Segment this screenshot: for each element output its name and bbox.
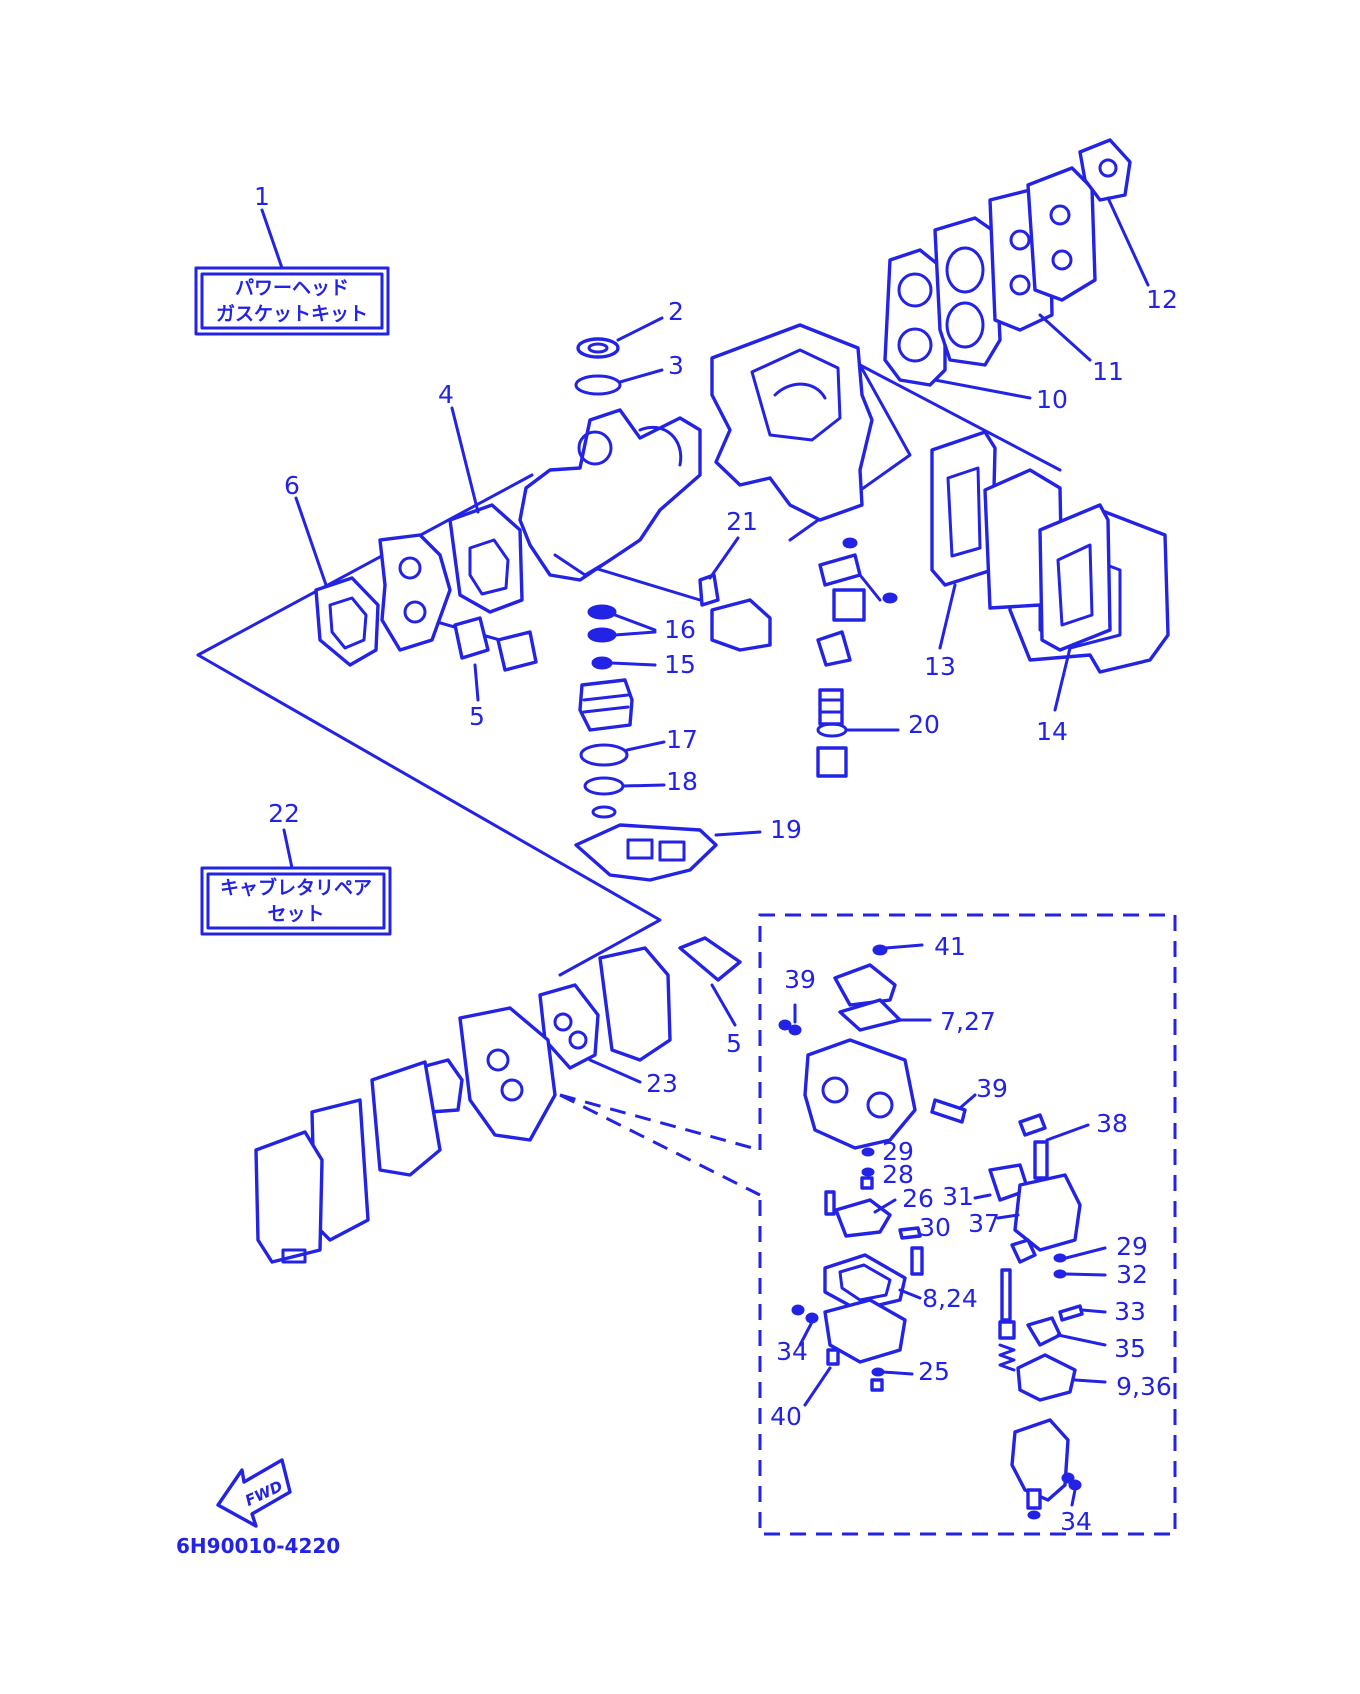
callout-5-upper: 5 (469, 702, 485, 731)
callout-15: 15 (664, 650, 696, 679)
callout-19: 19 (770, 815, 802, 844)
thermostat-assembly (816, 537, 898, 726)
part-21-thermostat-cover (698, 536, 772, 652)
part-20-o-ring (816, 722, 900, 778)
callout-5-lower: 5 (726, 1029, 742, 1058)
part-19-base-gasket (574, 823, 762, 882)
callout-21: 21 (726, 507, 758, 536)
parts-15-16-washers (587, 604, 657, 670)
part-2-oil-seal (576, 316, 664, 359)
callout-16: 16 (664, 615, 696, 644)
power-head-gasket-kit-box: パワーヘッド ガスケットキット (194, 208, 390, 336)
carburetor-detail-box (758, 913, 1177, 1536)
callout-31: 31 (942, 1182, 974, 1211)
kit-line2: セット (267, 903, 324, 925)
callout-35: 35 (1114, 1334, 1146, 1363)
callout-39-left: 39 (784, 965, 816, 994)
callout-18: 18 (666, 767, 698, 796)
callout-22: 22 (268, 799, 300, 828)
part-12-gasket (1078, 138, 1150, 287)
callout-9-36: 9,36 (1116, 1372, 1172, 1401)
callout-7-27: 7,27 (940, 1007, 996, 1036)
bearing-housing (578, 678, 634, 732)
callout-25: 25 (918, 1357, 950, 1386)
kit-line2: ガスケットキット (216, 303, 368, 325)
callout-29-left: 29 (882, 1137, 914, 1166)
callout-17: 17 (666, 725, 698, 754)
callout-39-right: 39 (976, 1074, 1008, 1103)
intake-manifold (378, 533, 452, 652)
part-17-gasket-ring (579, 740, 666, 767)
part-6-gasket (294, 496, 380, 667)
callout-2: 2 (668, 297, 684, 326)
callout-41: 41 (934, 932, 966, 961)
callout-10: 10 (1036, 385, 1068, 414)
callout-38: 38 (1096, 1109, 1128, 1138)
callout-4: 4 (438, 380, 454, 409)
kit-line1: パワーヘッド (235, 277, 349, 299)
callout-6: 6 (284, 471, 300, 500)
diagram-code: 6H90010-4220 (176, 1534, 340, 1558)
callout-11: 11 (1092, 357, 1124, 386)
kit-line1: キャブレタリペア (220, 876, 372, 899)
callout-28: 28 (882, 1160, 914, 1189)
callout-13: 13 (924, 652, 956, 681)
callout-20: 20 (908, 710, 940, 739)
callout-23: 23 (646, 1069, 678, 1098)
part-4-gasket (448, 406, 524, 614)
callout-33: 33 (1114, 1297, 1146, 1326)
carburetor-intake-group (254, 936, 742, 1264)
callout-26: 26 (902, 1184, 934, 1213)
callout-37: 37 (968, 1209, 1000, 1238)
carb-detail-connector (559, 1093, 761, 1197)
carburetor-detail-parts (778, 943, 1107, 1520)
forward-direction-arrow: FWD (216, 1458, 292, 1528)
part-10-head-gasket (883, 248, 1032, 400)
callout-1: 1 (254, 182, 270, 211)
callout-8-24: 8,24 (922, 1284, 978, 1313)
callout-14: 14 (1036, 717, 1068, 746)
callout-12: 12 (1146, 285, 1178, 314)
head-cover (1026, 166, 1097, 302)
part-5-reed-valve (453, 616, 538, 702)
carburetor-repair-kit-box: キャブレタリペア セット (200, 828, 392, 936)
part-14-exhaust-cover-gasket (1038, 503, 1112, 712)
part-3-o-ring (574, 368, 664, 396)
callout-40: 40 (770, 1402, 802, 1431)
callout-3: 3 (668, 351, 684, 380)
part-18-o-ring (583, 776, 666, 819)
callout-30: 30 (919, 1213, 951, 1242)
cylinder-head (933, 216, 1002, 367)
callout-32: 32 (1116, 1260, 1148, 1289)
callout-34-upper: 34 (776, 1337, 808, 1366)
callout-29-right: 29 (1116, 1232, 1148, 1261)
callout-34-lower: 34 (1060, 1507, 1092, 1536)
